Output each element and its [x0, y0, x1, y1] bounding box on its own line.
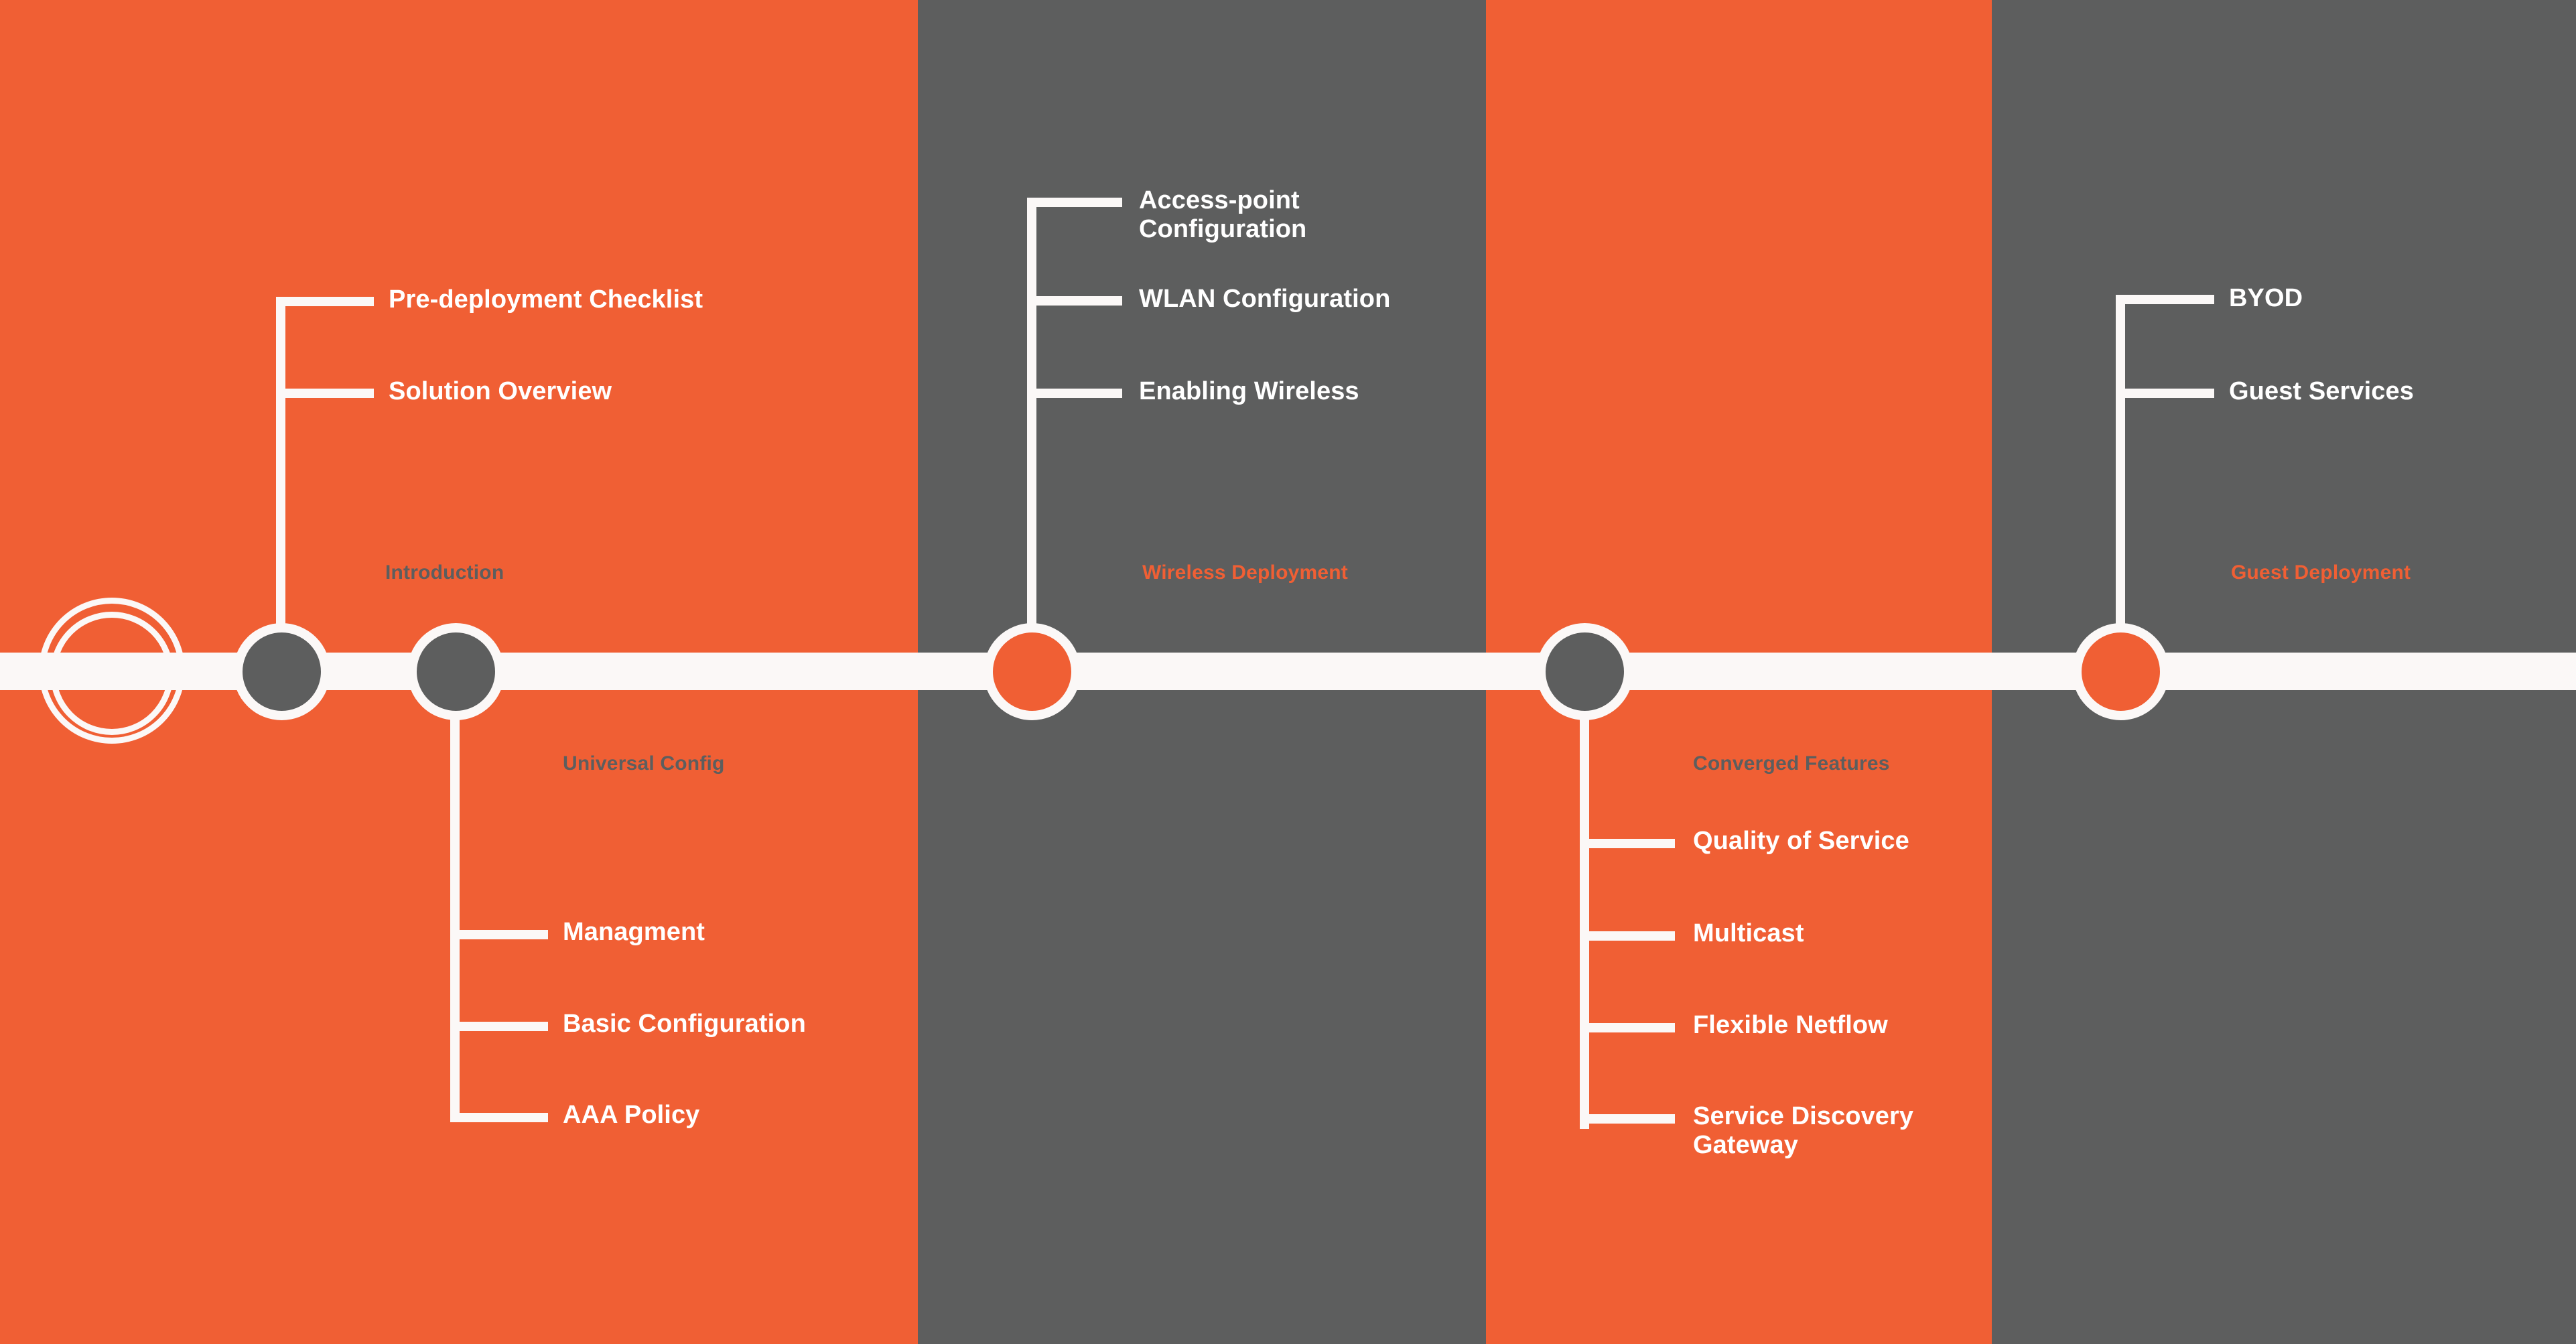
branch-stem-introduction: [276, 297, 285, 672]
branch-stub-multicast: [1580, 931, 1675, 941]
branch-stub-aaa-policy: [450, 1113, 548, 1122]
branch-stub-wlan-configuration: [1027, 296, 1122, 306]
sub-label-byod[interactable]: BYOD: [2229, 284, 2303, 312]
sub-label-enabling-wireless[interactable]: Enabling Wireless: [1139, 377, 1359, 405]
group-label-guest-deployment: Guest Deployment: [2231, 561, 2411, 584]
sub-label-basic-configuration[interactable]: Basic Configuration: [563, 1010, 806, 1038]
group-label-universal-config: Universal Config: [563, 752, 725, 775]
timeline-node-converged-features[interactable]: [1536, 623, 1633, 720]
sub-label-quality-of-service[interactable]: Quality of Service: [1693, 827, 1909, 855]
branch-stub-byod: [2116, 295, 2214, 304]
group-label-wireless-deployment: Wireless Deployment: [1142, 561, 1348, 584]
sub-label-flexible-netflow[interactable]: Flexible Netflow: [1693, 1011, 1888, 1039]
branch-stub-solution-overview: [276, 389, 374, 398]
timeline-start-node-outer-ring[interactable]: [39, 598, 185, 744]
timeline-rail: [0, 653, 2576, 690]
sub-label-access-point-configuration[interactable]: Access-point Configuration: [1139, 186, 1307, 243]
branch-stub-flexible-netflow: [1580, 1023, 1675, 1032]
branch-stub-enabling-wireless: [1027, 389, 1122, 398]
timeline-start-node-inner-ring: [50, 612, 174, 735]
sub-label-aaa-policy[interactable]: AAA Policy: [563, 1101, 700, 1129]
branch-stem-converged-features: [1580, 673, 1589, 1129]
branch-stub-basic-configuration: [450, 1022, 548, 1031]
timeline-node-introduction[interactable]: [233, 623, 330, 720]
sub-label-wlan-configuration[interactable]: WLAN Configuration: [1139, 285, 1391, 313]
branch-stem-universal-config: [450, 673, 460, 1122]
branch-stub-guest-services: [2116, 389, 2214, 398]
sub-label-service-discovery-gateway[interactable]: Service Discovery Gateway: [1693, 1102, 1914, 1159]
sub-label-guest-services[interactable]: Guest Services: [2229, 377, 2415, 405]
branch-stub-access-point-configuration: [1027, 198, 1122, 207]
branch-stub-managment: [450, 930, 548, 939]
group-label-converged-features: Converged Features: [1693, 752, 1890, 775]
branch-stub-pre-deployment-checklist: [276, 297, 374, 306]
timeline-node-universal-config[interactable]: [407, 623, 504, 720]
branch-stub-quality-of-service: [1580, 839, 1675, 848]
sub-label-managment[interactable]: Managment: [563, 918, 705, 946]
group-label-introduction: Introduction: [385, 561, 504, 584]
branch-stem-wireless-deployment: [1027, 198, 1036, 672]
timeline-node-guest-deployment[interactable]: [2072, 623, 2169, 720]
branch-stub-service-discovery-gateway: [1580, 1114, 1675, 1124]
sub-label-solution-overview[interactable]: Solution Overview: [389, 377, 612, 405]
sub-label-pre-deployment-checklist[interactable]: Pre-deployment Checklist: [389, 285, 703, 314]
sub-label-multicast[interactable]: Multicast: [1693, 919, 1804, 947]
branch-stem-guest-deployment: [2116, 295, 2125, 672]
timeline-node-wireless-deployment[interactable]: [984, 623, 1081, 720]
